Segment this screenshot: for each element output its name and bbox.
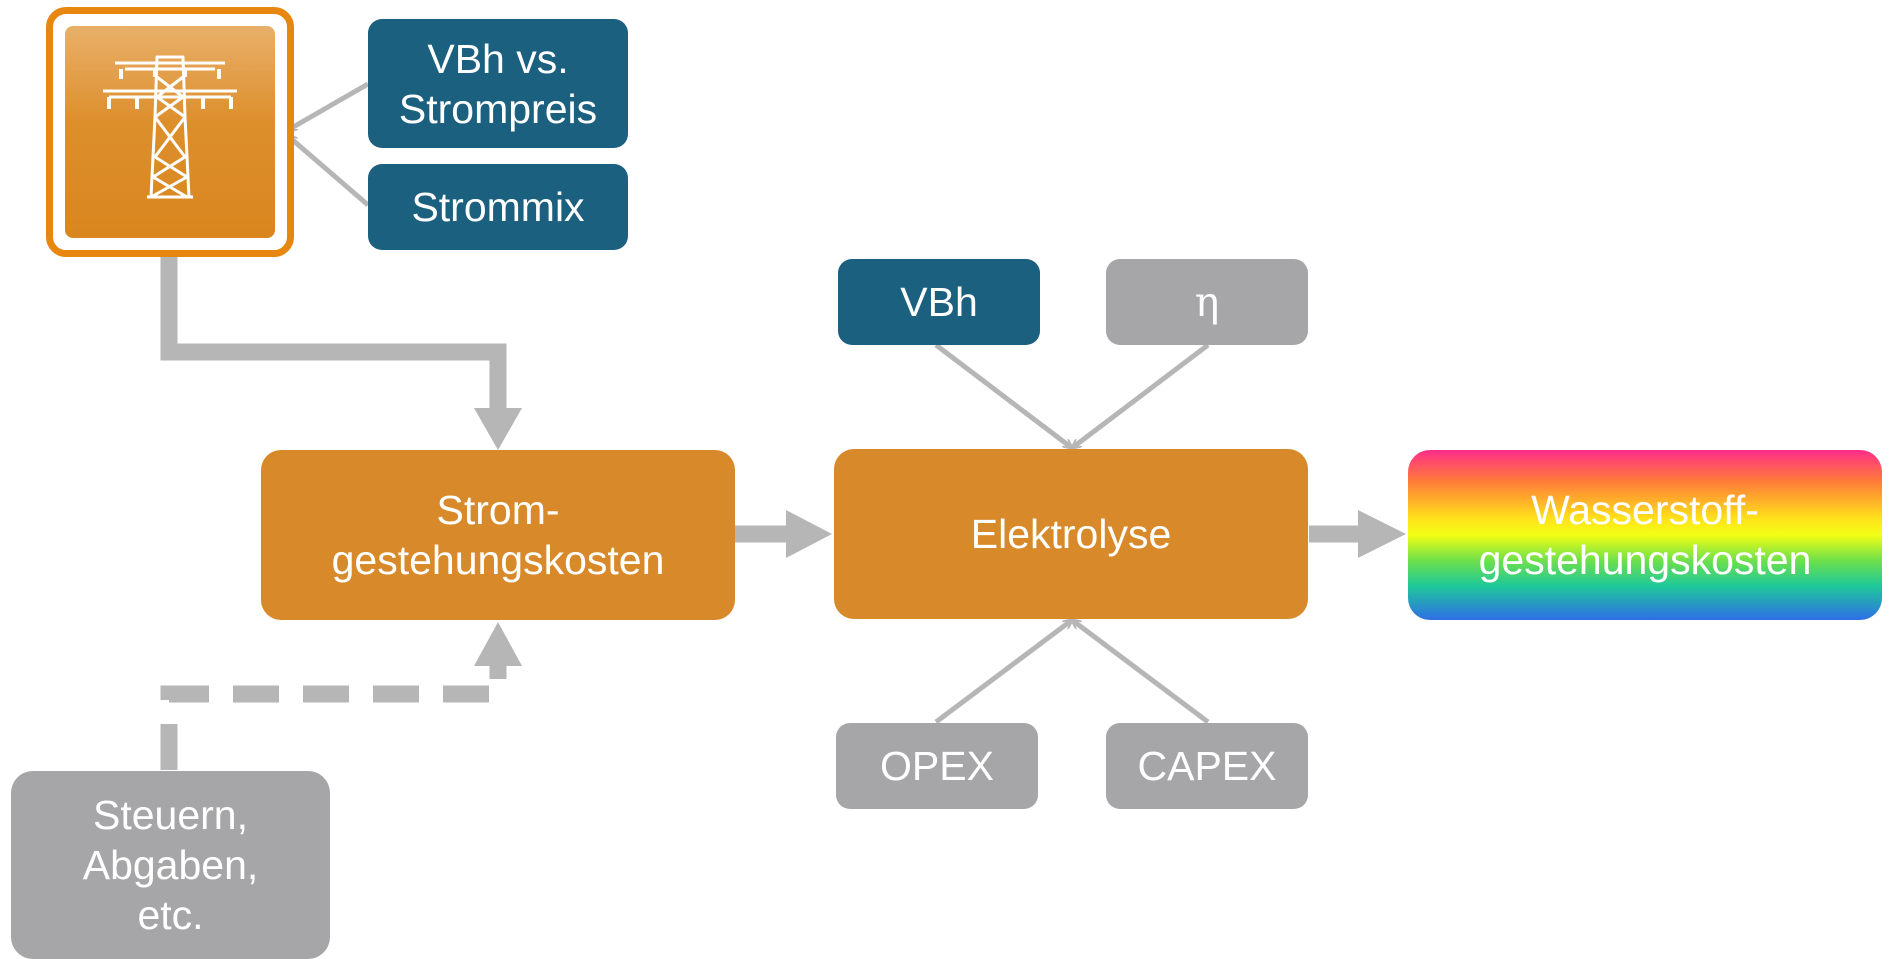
stromgestehungskosten-node: Strom- gestehungskosten <box>261 450 735 620</box>
strompreis-to-tower-arrow <box>288 81 370 133</box>
power-tower-icon <box>103 55 237 199</box>
elektrolyse-node: Elektrolyse <box>834 449 1308 619</box>
capex-to-elektrolyse-arrow <box>1072 618 1210 724</box>
wasserstoffgestehungskosten-label: Wasserstoff- gestehungskosten <box>1478 487 1812 583</box>
power-tower-node <box>46 7 294 257</box>
eta-label: η <box>1194 278 1220 326</box>
strom-to-elektrolyse-arrowhead <box>786 510 832 558</box>
elektrolyse-label: Elektrolyse <box>970 511 1172 557</box>
vbh-label: VBh <box>900 279 978 325</box>
capex-label: CAPEX <box>1137 743 1277 789</box>
eta-node: η <box>1106 259 1308 345</box>
tower-to-strom-arrowhead <box>474 408 522 450</box>
vbh-to-elektrolyse-arrow <box>934 343 1072 450</box>
stromgestehungskosten-label: Strom- gestehungskosten <box>331 487 665 583</box>
elektrolyse-to-wasserstoff-arrowhead <box>1358 510 1406 558</box>
power-tower-panel <box>65 26 275 238</box>
wasserstoffgestehungskosten-node: Wasserstoff- gestehungskosten <box>1408 450 1882 620</box>
strommix-to-tower-arrow <box>288 136 370 207</box>
steuern-abgaben-node: Steuern, Abgaben, etc. <box>11 771 330 959</box>
tower-to-strom-connector <box>160 253 507 412</box>
strommix-label: Strommix <box>411 184 585 230</box>
steuern-to-strom-connector <box>160 660 507 770</box>
vbh-node: VBh <box>838 259 1040 345</box>
strommix-node: Strommix <box>368 164 628 250</box>
opex-to-elektrolyse-arrow <box>934 618 1072 724</box>
capex-node: CAPEX <box>1106 723 1308 809</box>
steuern-abgaben-label: Steuern, Abgaben, etc. <box>82 792 259 938</box>
opex-label: OPEX <box>880 743 994 789</box>
vbh-vs-strompreis-node: VBh vs. Strompreis <box>368 19 628 148</box>
steuern-to-strom-arrowhead <box>474 622 522 666</box>
opex-node: OPEX <box>836 723 1038 809</box>
eta-to-elektrolyse-arrow <box>1072 343 1210 450</box>
vbh-vs-strompreis-label: VBh vs. Strompreis <box>398 35 598 132</box>
